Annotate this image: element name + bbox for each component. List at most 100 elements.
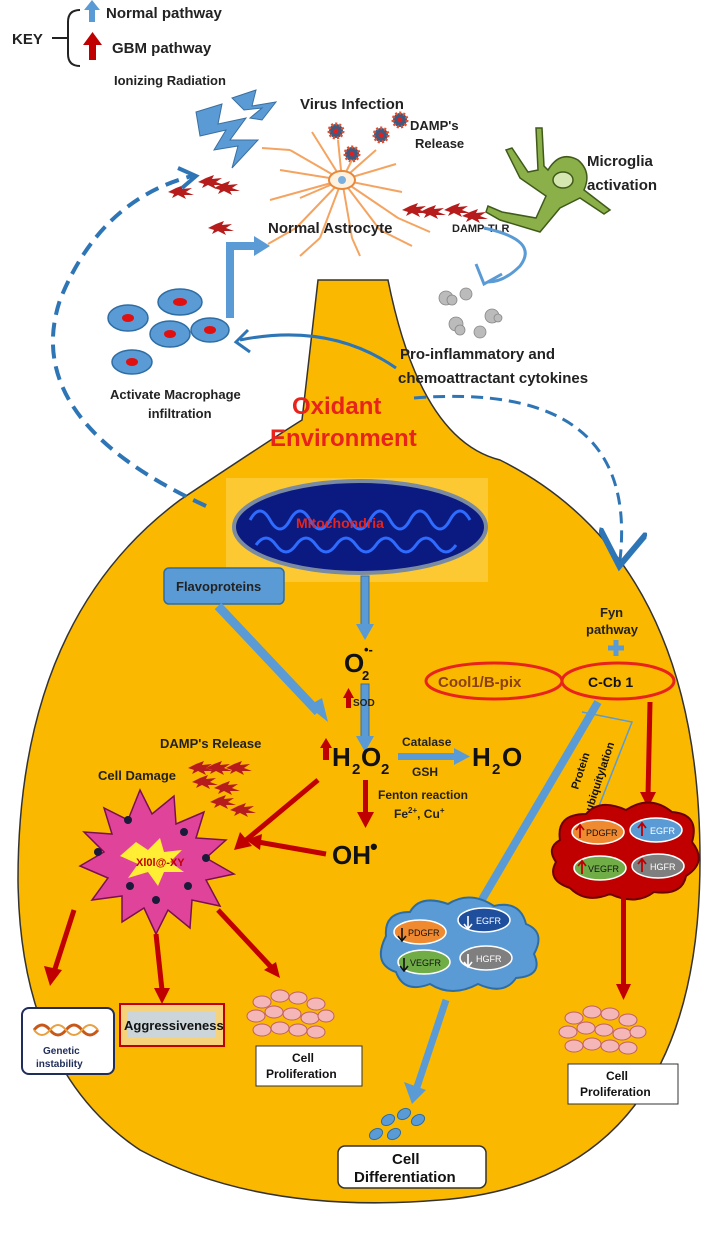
h2o2-subscript-1: 2 — [352, 761, 360, 778]
key-brace — [52, 9, 81, 67]
gbm-rtk-cloud: PDGFR EGFR VEGFR HGFR — [550, 801, 700, 901]
superoxide-subscript: 2 — [362, 668, 369, 683]
ionizing-radiation-label: Ionizing Radiation — [114, 73, 226, 88]
flavoproteins-label: Flavoproteins — [176, 579, 261, 594]
damaged-cell-icon: Xl0l@-XY — [78, 788, 237, 936]
hgfr-label-normal: HGFR — [476, 954, 502, 964]
key-normal-label: Normal pathway — [106, 5, 223, 22]
flavoproteins-box — [163, 567, 285, 605]
key-title: KEY — [12, 31, 43, 48]
damp-release-label: DAMP's Release — [160, 736, 261, 751]
oxidant-title-1: Oxidant — [292, 393, 381, 420]
sod-arrow — [360, 683, 370, 739]
aggressiveness-label: Aggressiveness — [124, 1018, 224, 1033]
astrocyte-icon — [261, 131, 431, 257]
prolif-left-label-2: Proliferation — [266, 1067, 337, 1081]
h2o2-o: O — [361, 742, 381, 772]
normal-rtk-to-differentiation-arrow — [412, 998, 450, 1092]
h2o2-label: H — [332, 742, 351, 772]
ccb1-to-gbm-rtk-arrow — [645, 701, 653, 797]
key-legend: KEY Normal pathway GBM pathway — [12, 0, 223, 67]
h2o2-subscript-2: 2 — [381, 761, 389, 778]
cell-tissue-icon-left — [246, 989, 335, 1039]
mitochondria-icon — [232, 479, 488, 575]
pdgfr-label-normal: PDGFR — [408, 928, 440, 938]
diff-label-2: Differentiation — [354, 1169, 456, 1186]
macrophage-label-1: Activate Macrophage — [110, 387, 241, 402]
genetic-label-1: Genetic — [43, 1046, 80, 1057]
hydroxyl-dot: • — [370, 834, 378, 859]
damage-to-aggressiveness-arrow — [153, 933, 165, 991]
cytokines-label-1: Pro-inflammatory and — [400, 346, 555, 363]
virus-icons — [327, 111, 409, 163]
dashed-feedback-arrow-left — [50, 174, 207, 508]
sod-label: SOD — [353, 698, 375, 709]
gsh-label: GSH — [412, 765, 438, 779]
mitochondria-label: Mitochondria — [296, 515, 384, 531]
damage-to-genetic-arrow — [51, 909, 77, 973]
gbm-arrow-icon — [83, 32, 102, 60]
cell-proliferation-left-box — [255, 1045, 363, 1087]
catalase-arrow — [398, 753, 456, 760]
key-gbm-label: GBM pathway — [112, 40, 212, 57]
cell-proliferation-right-box — [567, 1063, 679, 1105]
egfr-label-gbm: EGFR — [650, 826, 676, 836]
plus-icon — [608, 640, 624, 656]
microglia-to-cytokine-arrow — [483, 226, 527, 284]
fenton-label: Fenton reaction — [378, 788, 468, 802]
egfr-label-normal: EGFR — [476, 916, 502, 926]
oh-to-damage-arrow — [257, 839, 327, 857]
sod-up-icon — [346, 694, 351, 708]
h2o2-to-damage-arrow — [244, 778, 320, 842]
virus-infection-label: Virus Infection — [300, 96, 404, 113]
damp-release-top-label-2: Release — [415, 136, 464, 151]
h2o2-to-oh-arrow — [363, 780, 368, 814]
flavo-to-h2o2-arrow — [214, 602, 322, 716]
damp-release-top-label-1: DAMP's — [410, 118, 459, 133]
vegfr-label-gbm: VEGFR — [588, 864, 620, 874]
differentiated-cells-icon — [368, 1107, 426, 1141]
damp-fragments-top — [168, 175, 488, 235]
cytokines-label-2: chemoattractant cytokines — [398, 370, 588, 387]
vegfr-label-normal: VEGFR — [410, 958, 442, 968]
normal-rtk-cloud: PDGFR EGFR VEGFR HGFR — [379, 896, 540, 992]
mito-to-superoxide-arrow — [360, 575, 370, 629]
vegfr-receptor-gbm — [573, 855, 627, 881]
ccb1-to-normal-rtk-arrow — [466, 699, 602, 923]
fyn-label-2: pathway — [586, 622, 639, 637]
macrophage-icons — [107, 288, 230, 375]
lightning-icon — [195, 89, 278, 169]
oxidant-title-2: Environment — [270, 425, 417, 452]
fyn-label-1: Fyn — [600, 605, 623, 620]
hgfr-receptor-gbm — [631, 853, 685, 879]
gbm-rtk-to-proliferation-arrow — [621, 896, 626, 986]
ccb1-label: C-Cb 1 — [588, 674, 633, 690]
superoxide-label: O — [344, 648, 364, 678]
damp-fragments-mid — [188, 761, 256, 817]
prolif-right-label-1: Cell — [606, 1069, 628, 1083]
vegfr-receptor-normal — [397, 949, 451, 975]
ccb1-ellipse — [560, 661, 676, 701]
cell-damage-label: Cell Damage — [98, 768, 176, 783]
prolif-right-label-2: Proliferation — [580, 1085, 651, 1099]
hydroxyl-label: OH — [332, 840, 371, 870]
microglia-label-1: Microglia — [587, 153, 654, 170]
catalase-label: Catalase — [402, 735, 452, 749]
hgfr-receptor-normal — [459, 945, 513, 971]
cool1-label: Cool1/B-pix — [438, 674, 522, 691]
svg-text:Xl0l@-XY: Xl0l@-XY — [136, 857, 185, 869]
normal-astrocyte-label: Normal Astrocyte — [268, 220, 392, 237]
prolif-left-label-1: Cell — [292, 1051, 314, 1065]
cell-tissue-icon-right — [558, 1005, 647, 1055]
pdgfr-receptor-normal — [393, 919, 447, 945]
pdgfr-receptor-gbm — [571, 819, 625, 845]
cell-differentiation-box — [337, 1145, 487, 1189]
normal-arrow-icon — [84, 0, 100, 22]
h2o-subscript: 2 — [492, 761, 500, 778]
damage-to-proliferation-arrow — [216, 908, 274, 970]
diff-label-1: Cell — [392, 1151, 420, 1168]
macrophage-label-2: infiltration — [148, 406, 212, 421]
cytokine-to-macrophage-arrow — [239, 333, 397, 370]
h2o-o: O — [502, 742, 522, 772]
